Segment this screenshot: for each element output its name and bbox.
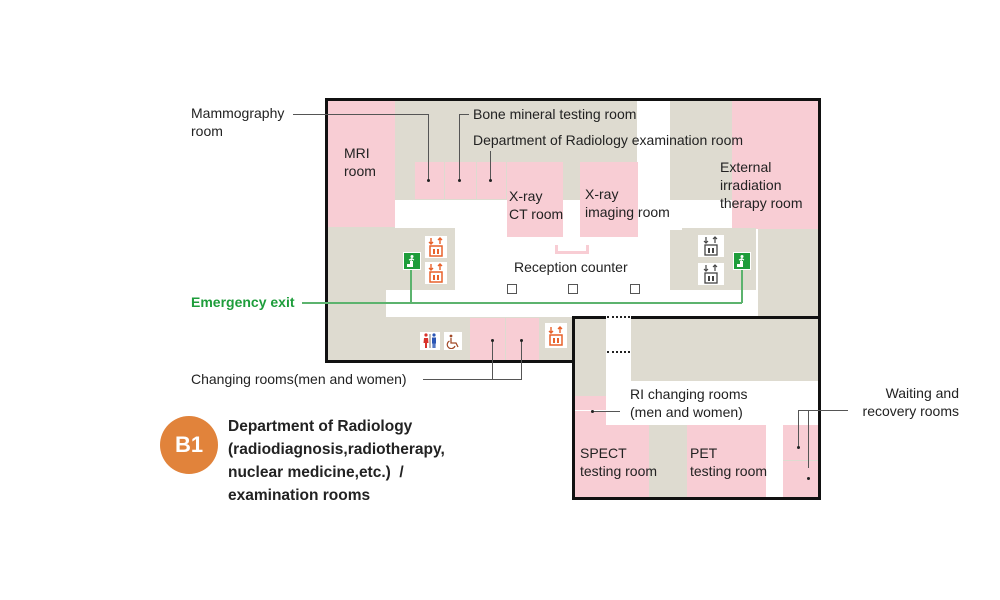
- waiting-line-2: recovery rooms: [862, 403, 959, 419]
- external-irradiation-room[interactable]: [732, 101, 818, 229]
- callout-line: [428, 114, 429, 180]
- main-block-wall: [325, 98, 821, 363]
- recovery-room-2[interactable]: [783, 461, 818, 497]
- floor-badge: B1: [160, 416, 218, 474]
- callout-dot: [489, 179, 492, 182]
- radiology-exam-callout: Department of Radiology examination room: [473, 132, 744, 148]
- changing-room-1[interactable]: [470, 318, 505, 360]
- ext-line-2: irradiation: [720, 177, 782, 193]
- pet-line-1: PET: [690, 445, 718, 461]
- waiting-recovery-callout: Waiting and recovery rooms: [850, 384, 959, 420]
- corridor-lower-horizontal: [606, 381, 818, 425]
- emergency-exit-icon[interactable]: [403, 252, 421, 270]
- spect-room[interactable]: [575, 425, 649, 497]
- pet-label: PET testing room: [690, 444, 767, 480]
- xray-imaging-room[interactable]: [580, 162, 638, 237]
- external-irradiation-label: External irradiation therapy room: [720, 158, 802, 212]
- mri-line-2: room: [344, 163, 376, 179]
- elevator-icon[interactable]: [425, 262, 447, 284]
- lower-block-wall: [572, 316, 821, 500]
- counter-window-1: [507, 284, 517, 294]
- callout-line: [490, 151, 491, 180]
- callout-line: [293, 114, 429, 115]
- pillar-right: [670, 230, 683, 290]
- mri-line-1: MRI: [344, 145, 370, 161]
- mammo-line-2: room: [191, 123, 223, 139]
- floor-title: Department of Radiology (radiodiagnosis,…: [228, 415, 445, 507]
- floor-title-line-2: (radiodiagnosis,radiotherapy,: [228, 441, 445, 458]
- callout-dot: [797, 446, 800, 449]
- elevator-icon[interactable]: [545, 323, 567, 348]
- callout-dot: [591, 410, 594, 413]
- door-dash-2: [607, 351, 630, 353]
- door-dash-1: [607, 316, 630, 318]
- floor-title-line-4: examination rooms: [228, 487, 371, 504]
- ri-changing-label: RI changing rooms (men and women): [630, 385, 748, 421]
- ri-line-1: RI changing rooms: [630, 386, 748, 402]
- mammo-line-1: Mammography: [191, 105, 285, 121]
- exit-route-horizontal: [302, 302, 742, 304]
- ri-line-2: (men and women): [630, 404, 743, 420]
- mri-room[interactable]: [328, 101, 395, 227]
- xray-ct-line-2: CT room: [509, 206, 564, 222]
- ext-line-3: therapy room: [720, 195, 803, 211]
- xray-imaging-line-1: X-ray: [585, 186, 619, 202]
- main-wall-bottom: [325, 360, 575, 363]
- xray-ct-room[interactable]: [507, 162, 563, 237]
- mri-room-label: MRI room: [344, 144, 376, 180]
- exit-route-left-vertical: [410, 270, 412, 303]
- elevator-icon[interactable]: [698, 263, 724, 285]
- mammography-callout: Mammography room: [191, 104, 284, 140]
- elevator-icon[interactable]: [698, 235, 724, 257]
- restroom-icon[interactable]: [420, 332, 440, 350]
- changing-rooms-callout: Changing rooms(men and women): [191, 371, 407, 387]
- callout-line: [808, 410, 809, 468]
- callout-line: [798, 410, 799, 447]
- callout-line: [492, 340, 493, 380]
- waiting-line-1: Waiting and: [885, 385, 959, 401]
- corridor-upper-horizontal: [395, 200, 758, 228]
- callout-dot: [520, 339, 523, 342]
- floor-title-line-1: Department of Radiology: [228, 418, 413, 435]
- elevator-icon[interactable]: [425, 236, 447, 258]
- callout-dot: [807, 477, 810, 480]
- emergency-exit-callout: Emergency exit: [191, 294, 295, 310]
- ext-line-1: External: [720, 159, 772, 175]
- callout-line: [459, 114, 469, 115]
- callout-line: [798, 410, 848, 411]
- callout-line: [423, 379, 521, 380]
- xray-imaging-label: X-ray imaging room: [585, 185, 670, 221]
- counter-window-2: [568, 284, 578, 294]
- callout-dot: [427, 179, 430, 182]
- callout-line: [521, 340, 522, 380]
- exit-route-right-vertical: [741, 270, 743, 303]
- callout-line: [459, 114, 460, 180]
- callout-dot: [491, 339, 494, 342]
- corridor-reception: [455, 228, 670, 292]
- counter-window-3: [630, 284, 640, 294]
- callout-dot: [458, 179, 461, 182]
- spect-line-2: testing room: [580, 463, 658, 479]
- ri-changing-divider: [575, 410, 606, 411]
- spect-label: SPECT testing room: [580, 444, 657, 480]
- emergency-exit-icon[interactable]: [733, 252, 751, 270]
- xray-ct-line-1: X-ray: [509, 188, 543, 204]
- corridor-lower-right: [766, 425, 783, 497]
- pet-line-2: testing room: [690, 463, 768, 479]
- wheelchair-icon[interactable]: [444, 332, 462, 350]
- spect-line-1: SPECT: [580, 445, 627, 461]
- xray-ct-label: X-ray CT room: [509, 187, 563, 223]
- reception-counter-shape: [555, 245, 589, 254]
- floor-title-line-3: nuclear medicine,etc.) /: [228, 464, 404, 481]
- callout-line: [592, 411, 620, 412]
- pet-room[interactable]: [687, 425, 766, 497]
- xray-imaging-line-2: imaging room: [585, 204, 670, 220]
- reception-counter-label: Reception counter: [514, 259, 628, 275]
- waiting-room-1[interactable]: [783, 425, 818, 460]
- bone-mineral-callout: Bone mineral testing room: [473, 106, 637, 122]
